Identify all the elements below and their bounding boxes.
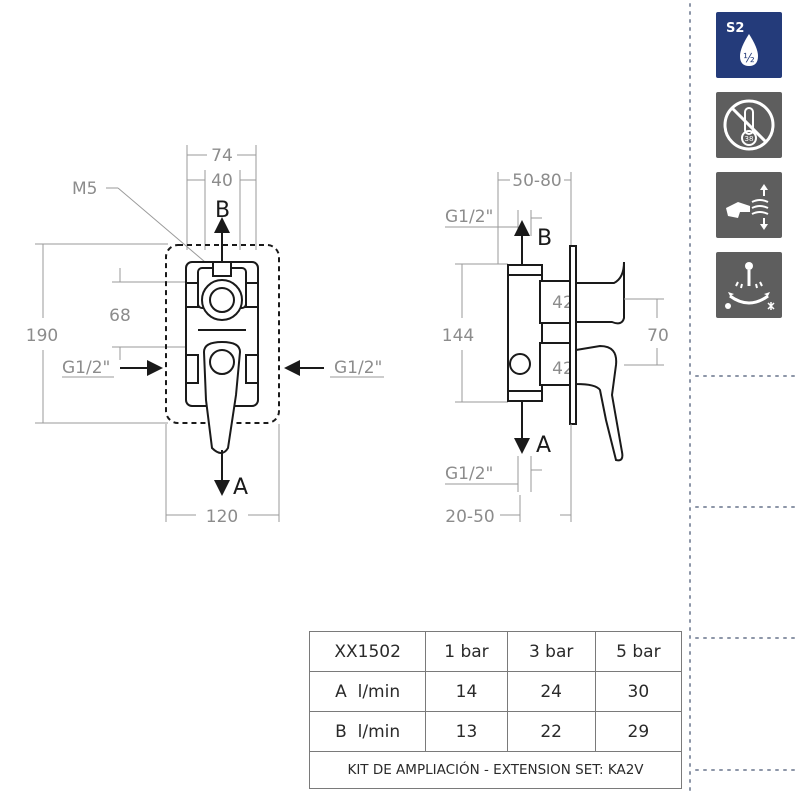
table-cell: 29 bbox=[594, 711, 683, 752]
dim-screw: M5 bbox=[72, 179, 97, 199]
dim-handle-spacing: 70 bbox=[647, 326, 669, 346]
s2-half-icon: S2 ½ bbox=[716, 12, 782, 78]
front-outlet-b: B bbox=[215, 198, 230, 223]
side-outlet-a: A bbox=[536, 433, 551, 458]
flow-rate-table: XX1502 1 bar 3 bar 5 bar A l/min 14 24 3… bbox=[308, 631, 683, 789]
dim-base-width: 120 bbox=[206, 507, 238, 527]
extension-set-note: KIT DE AMPLIACIÓN - EXTENSION SET: KA2V bbox=[309, 751, 682, 789]
hand-flow-control-icon bbox=[716, 172, 782, 238]
pressure-header: 5 bar bbox=[594, 631, 683, 672]
front-outlet-a: A bbox=[233, 475, 248, 500]
no-thermostat-icon: 38 bbox=[716, 92, 782, 158]
side-view: 50-80 G1/2" B 144 42 42 bbox=[442, 171, 669, 527]
half-label: ½ bbox=[743, 51, 755, 65]
table-cell: 22 bbox=[506, 711, 596, 752]
front-view: 74 40 M5 190 68 G1/2" G1/2" bbox=[26, 145, 384, 527]
dim-cartridge-1: 42 bbox=[552, 293, 574, 313]
dim-height-axis: 68 bbox=[109, 306, 131, 326]
table-header-row: XX1502 1 bar 3 bar 5 bar bbox=[308, 631, 683, 672]
dim-depth-range: 50-80 bbox=[512, 171, 561, 191]
side-thread-top: G1/2" bbox=[445, 207, 493, 227]
dim-cartridge-2: 42 bbox=[552, 359, 574, 379]
dim-wall-range: 20-50 bbox=[445, 507, 494, 527]
thread-right: G1/2" bbox=[334, 358, 382, 378]
row-label: B l/min bbox=[308, 711, 427, 752]
table-row: B l/min 13 22 29 bbox=[308, 711, 683, 752]
thread-left: G1/2" bbox=[62, 358, 110, 378]
model-cell: XX1502 bbox=[308, 631, 427, 672]
dim-body-height: 144 bbox=[442, 326, 474, 346]
pressure-header: 3 bar bbox=[506, 631, 596, 672]
table-cell: 24 bbox=[506, 671, 596, 712]
temp-label: 38 bbox=[745, 135, 754, 143]
table-row: A l/min 14 24 30 bbox=[308, 671, 683, 712]
dim-width-inner: 40 bbox=[211, 171, 233, 191]
dim-height-total: 190 bbox=[26, 326, 58, 346]
pressure-header: 1 bar bbox=[425, 631, 508, 672]
side-outlet-b: B bbox=[537, 226, 552, 251]
table-cell: 30 bbox=[594, 671, 683, 712]
s2-label: S2 bbox=[726, 21, 744, 36]
table-cell: 14 bbox=[425, 671, 508, 712]
side-thread-bottom: G1/2" bbox=[445, 464, 493, 484]
dim-width-outer: 74 bbox=[211, 146, 233, 166]
row-label: A l/min bbox=[308, 671, 427, 712]
table-cell: 13 bbox=[425, 711, 508, 752]
hot-cold-lever-icon bbox=[716, 252, 782, 318]
table-footer-row: KIT DE AMPLIACIÓN - EXTENSION SET: KA2V bbox=[309, 751, 682, 789]
